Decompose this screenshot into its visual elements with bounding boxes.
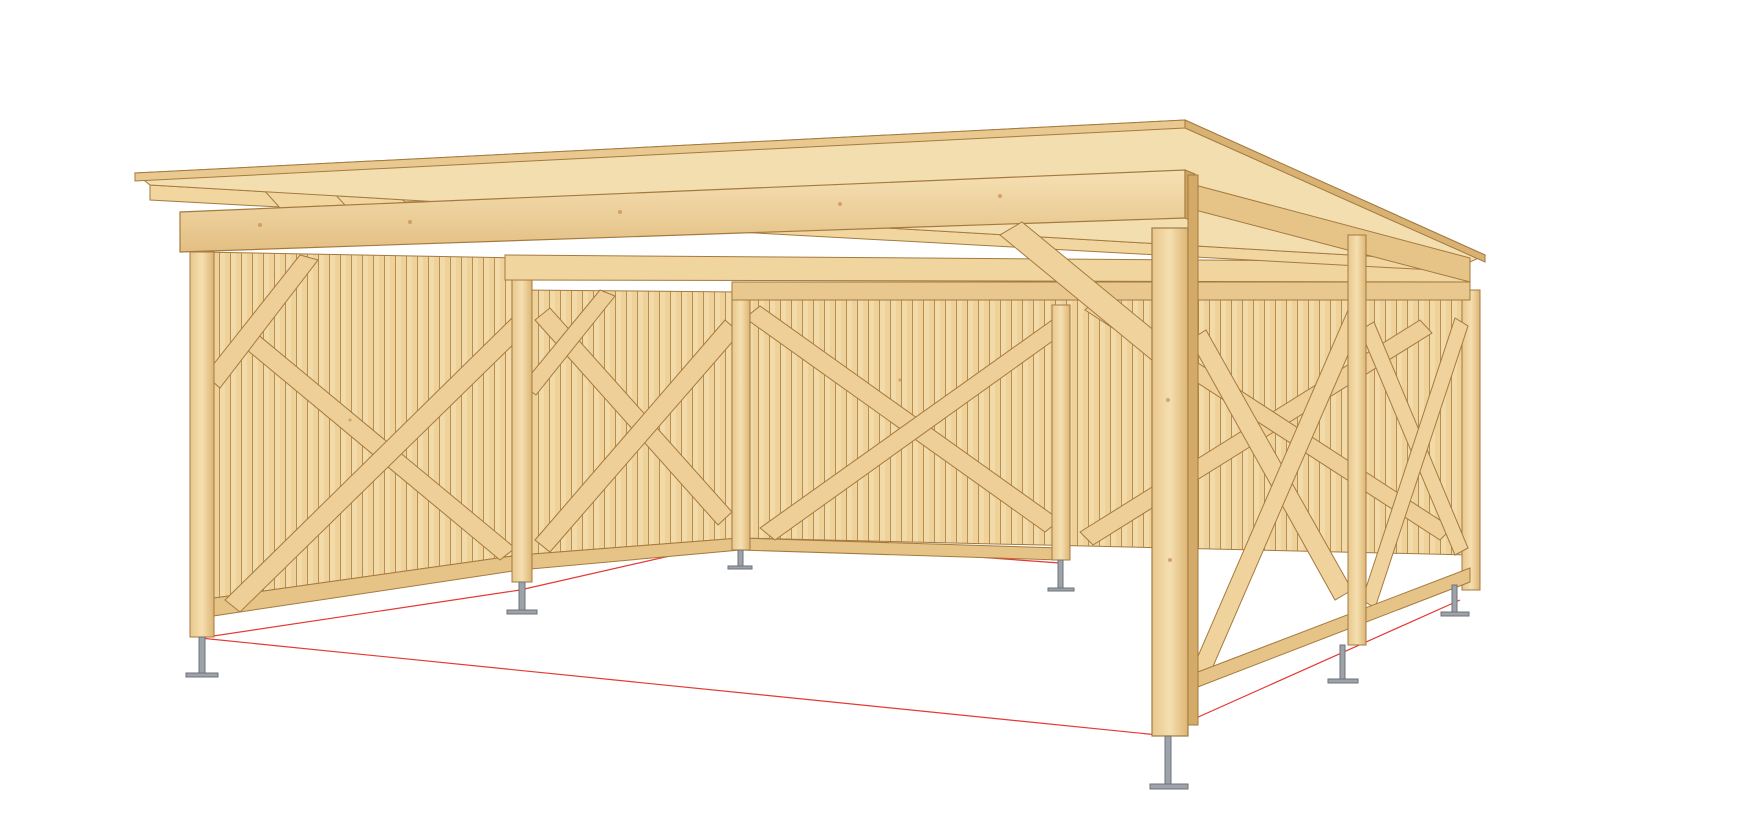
foot-right-back <box>1440 584 1470 617</box>
front-corner-post <box>1151 174 1199 737</box>
right-side-braces <box>999 221 1469 679</box>
foot-back-mid <box>1047 559 1075 592</box>
wall-posts <box>189 251 1481 638</box>
foot-back-corner <box>727 549 753 570</box>
roof-right-edge <box>1184 119 1486 263</box>
foot-right-mid <box>1327 644 1359 684</box>
post-right-mid <box>1347 234 1367 646</box>
brace-left-3 <box>204 254 319 389</box>
post-anchor-feet <box>185 549 1470 790</box>
foot-left-mid <box>506 581 538 615</box>
post-back-corner <box>731 291 751 551</box>
post-left-mid <box>511 261 533 583</box>
foot-front-corner <box>1149 735 1189 790</box>
foot-left-corner <box>185 636 219 678</box>
post-left-corner <box>189 251 215 638</box>
post-right-back <box>1461 289 1481 591</box>
side-brace-3 <box>1359 321 1469 556</box>
side-brace-4 <box>1361 317 1469 609</box>
post-back-mid <box>1051 304 1071 561</box>
wood-knots <box>258 194 1172 562</box>
